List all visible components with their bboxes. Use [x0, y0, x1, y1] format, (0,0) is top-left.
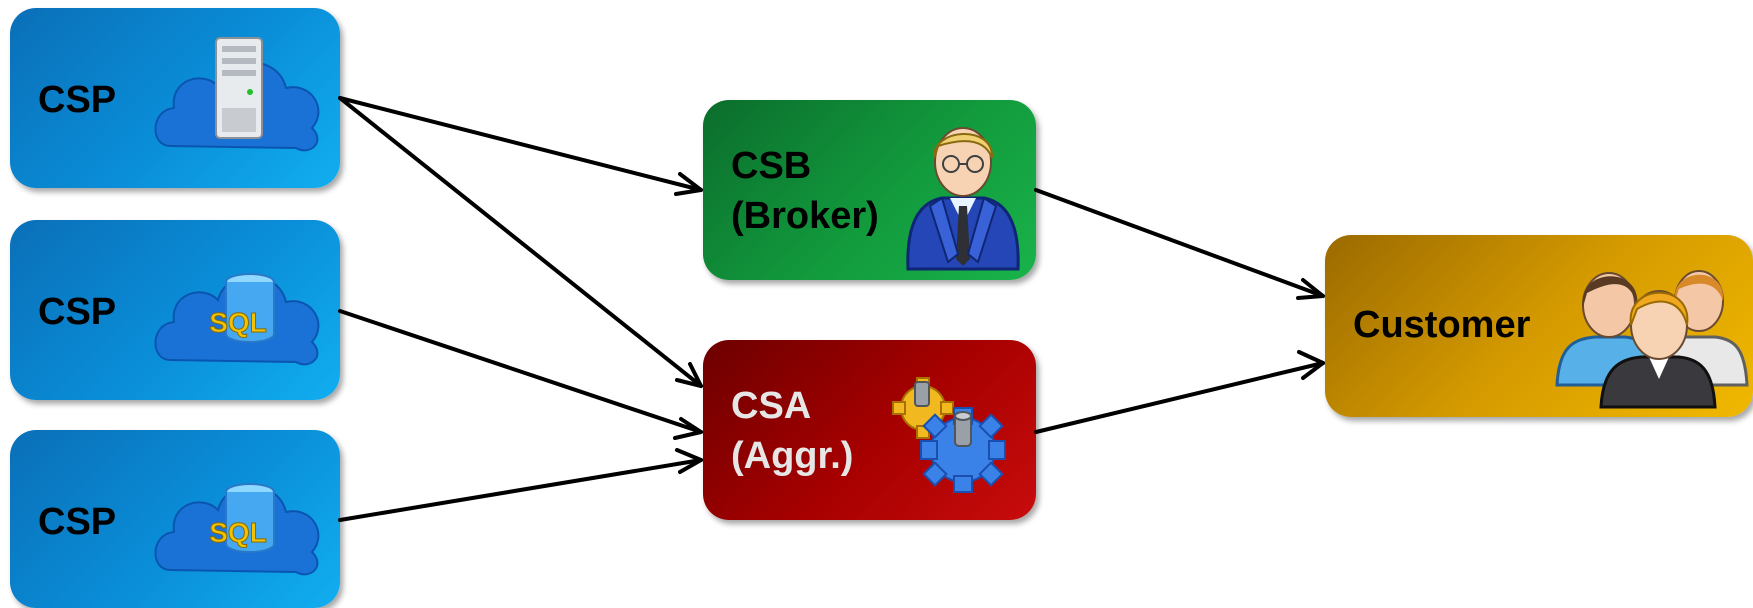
csa-label-line2: (Aggr.) [731, 435, 854, 477]
arrowhead-csp1-csb [674, 172, 703, 196]
users-group-icon [1555, 270, 1749, 409]
edge-csb-customer [1034, 188, 1325, 298]
arrowhead-csa-customer [1297, 350, 1325, 380]
cloud-sql-icon: SQL [154, 273, 320, 366]
edge-csp2-csa [338, 309, 703, 434]
csp-label-3: CSP [38, 501, 117, 543]
csp-label-2: CSP [38, 291, 117, 333]
sql-badge-2: SQL [209, 307, 267, 338]
edge-csp1-csa [338, 96, 703, 388]
customer-node: Customer [1325, 235, 1753, 417]
arrowhead-csp1-csa [675, 362, 703, 388]
csa-node: CSA (Aggr.) [703, 340, 1036, 520]
arrowhead-csp2-csa [673, 417, 703, 440]
edge-csp3-csa [338, 458, 703, 522]
cloud-server-icon [154, 37, 320, 152]
arrowhead-csb-customer [1296, 278, 1325, 300]
csp-node-2: CSP SQL [10, 220, 340, 400]
csb-node: CSB (Broker) [703, 100, 1036, 280]
csp-node-1: CSP [10, 8, 340, 188]
csb-label-line1: CSB [731, 145, 812, 187]
csp-node-3: CSP SQL [10, 430, 340, 608]
customer-label: Customer [1353, 304, 1531, 346]
csp-label-1: CSP [38, 79, 117, 121]
sql-badge-3: SQL [209, 517, 267, 548]
csa-label-line1: CSA [731, 385, 812, 427]
edge-csp1-csb [338, 96, 703, 192]
csb-label-line2: (Broker) [731, 195, 879, 237]
gears-icon [892, 377, 1006, 493]
arrowhead-csp3-csa [675, 448, 703, 474]
cloud-sql-icon: SQL [154, 483, 320, 576]
businessman-icon [906, 127, 1020, 271]
edge-csa-customer [1034, 361, 1325, 434]
